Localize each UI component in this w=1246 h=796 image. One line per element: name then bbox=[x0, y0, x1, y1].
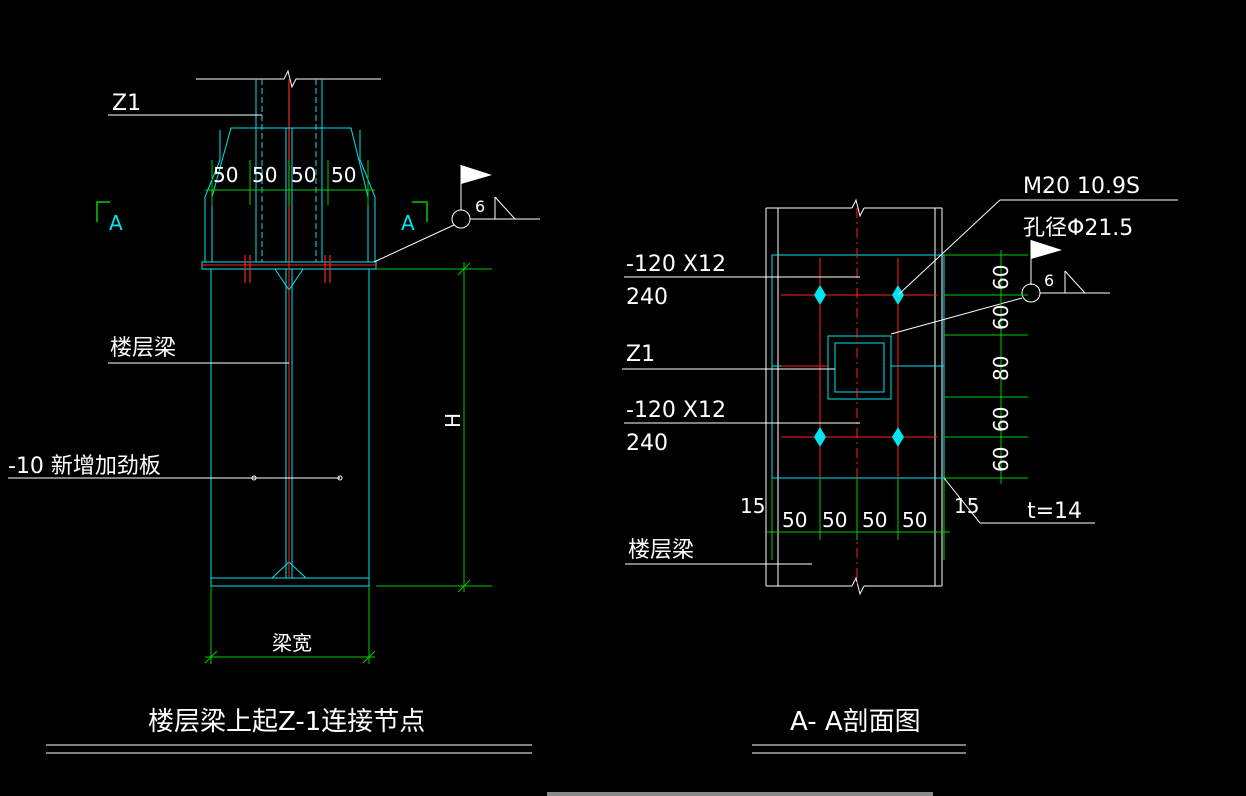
bolt-spec: M20 10.9S bbox=[1023, 174, 1140, 199]
edge-distance-left: 15 bbox=[740, 494, 765, 518]
bolt-group bbox=[814, 285, 904, 447]
thickness-label: t=14 bbox=[1027, 499, 1082, 524]
base-dim-3: 50 bbox=[291, 163, 316, 187]
vdim-4: 60 bbox=[989, 407, 1013, 432]
beam-label-left: 楼层梁 bbox=[110, 336, 176, 361]
plate-bottom-length: 240 bbox=[626, 431, 668, 456]
right-view-title: A- A剖面图 bbox=[790, 707, 921, 737]
horizontal-dimension-chain bbox=[766, 478, 950, 560]
height-dimension bbox=[376, 262, 492, 593]
anchor-bolts-left bbox=[244, 255, 331, 283]
width-label: 梁宽 bbox=[272, 631, 312, 655]
floor-beam-elevation bbox=[210, 268, 370, 587]
bolt-spec-leader bbox=[897, 199, 1001, 296]
horizontal-scrollbar[interactable] bbox=[547, 792, 933, 796]
base-dim-4: 50 bbox=[331, 163, 356, 187]
vdim-1: 60 bbox=[989, 265, 1013, 290]
section-aa-view: M20 10.9S 孔径Φ21.5 6 -120 X12 240 Z1 -120… bbox=[622, 174, 1178, 754]
base-dim-2: 50 bbox=[252, 163, 277, 187]
bolt bbox=[814, 427, 826, 447]
width-dimension bbox=[204, 586, 376, 664]
bolt bbox=[814, 285, 826, 305]
base-dim-1: 50 bbox=[213, 163, 238, 187]
weld-size-left: 6 bbox=[475, 197, 485, 216]
hdim-4: 50 bbox=[902, 508, 927, 532]
section-outline bbox=[765, 198, 943, 596]
stiffener-leader-dot bbox=[251, 475, 257, 481]
base-dimension-chain bbox=[205, 160, 375, 205]
column-label-right: Z1 bbox=[626, 342, 655, 367]
weld-symbol-left bbox=[373, 165, 540, 263]
hdim-2: 50 bbox=[822, 508, 847, 532]
section-mark-left-bracket bbox=[96, 201, 110, 222]
section-mark-right: A bbox=[401, 211, 415, 235]
thickness-leader bbox=[943, 477, 1095, 524]
left-view-title: 楼层梁上起Z-1连接节点 bbox=[148, 707, 425, 737]
vdim-5: 60 bbox=[989, 447, 1013, 472]
height-label: H bbox=[441, 413, 465, 428]
hole-spec: 孔径Φ21.5 bbox=[1023, 216, 1133, 241]
column-label: Z1 bbox=[112, 91, 141, 116]
vertical-dimension-chain bbox=[944, 250, 1028, 484]
plate-top-size: -120 X12 bbox=[626, 252, 726, 277]
weld-size-right: 6 bbox=[1044, 271, 1054, 290]
vdim-3: 80 bbox=[989, 356, 1013, 381]
weld-symbol-right bbox=[890, 240, 1110, 335]
bolt bbox=[892, 427, 904, 447]
section-mark-left: A bbox=[109, 211, 123, 235]
base-stiffener-outline bbox=[211, 127, 369, 262]
column-z1 bbox=[255, 79, 323, 262]
plate-bottom-size: -120 X12 bbox=[626, 398, 726, 423]
column-break-line bbox=[196, 69, 381, 89]
stiffener-label: -10 新增加劲板 bbox=[8, 454, 161, 479]
hdim-1: 50 bbox=[782, 508, 807, 532]
plate-top-length: 240 bbox=[626, 285, 668, 310]
section-mark-right-bracket bbox=[412, 201, 428, 222]
column-tube-inner bbox=[834, 342, 885, 393]
stiffener-leader-end bbox=[337, 475, 343, 481]
column-tube-outer bbox=[827, 335, 892, 400]
vdim-2: 60 bbox=[989, 305, 1013, 330]
left-connection-view: Z1 50 50 50 50 A A bbox=[8, 69, 540, 754]
beam-label-right: 楼层梁 bbox=[628, 538, 694, 563]
hdim-3: 50 bbox=[862, 508, 887, 532]
